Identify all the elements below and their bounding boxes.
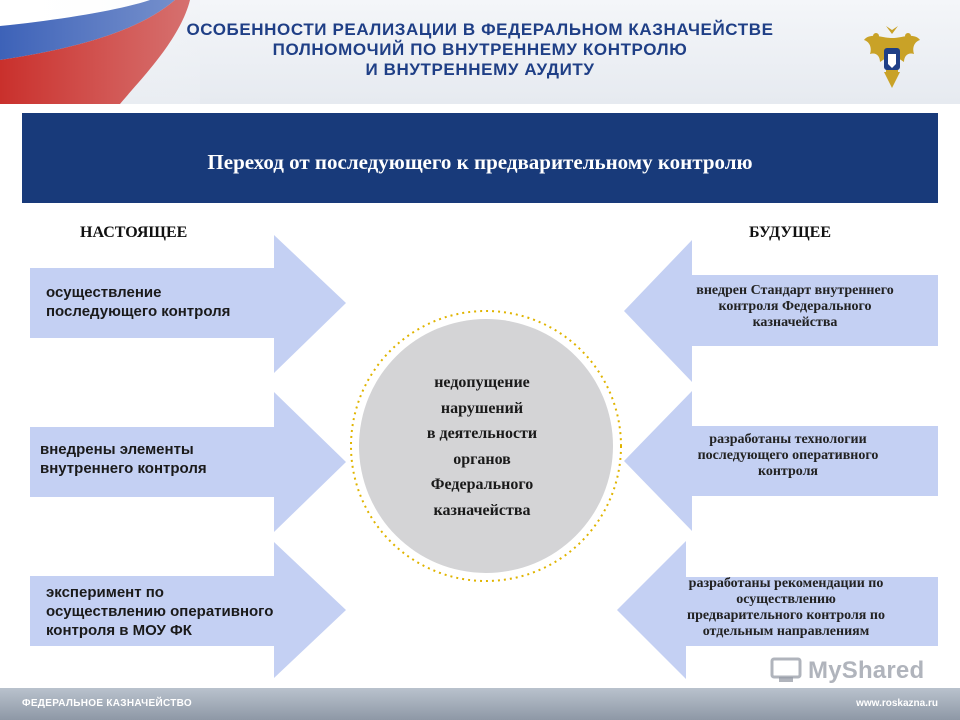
header: ОСОБЕННОСТИ РЕАЛИЗАЦИИ В ФЕДЕРАЛЬНОМ КАЗ… [0, 0, 960, 104]
right-arrow-3 [617, 541, 938, 679]
right-item-1-text: внедрен Стандарт внутреннего контроля Фе… [656, 283, 934, 331]
footer: ФЕДЕРАЛЬНОЕ КАЗНАЧЕЙСТВО www.roskazna.ru [0, 688, 960, 720]
title-line-2: ПОЛНОМОЧИЙ ПО ВНУТРЕННЕМУ КОНТРОЛЮ [272, 40, 688, 59]
right-item-2-line-1: разработаны технологии [709, 432, 867, 447]
topic-banner: Переход от последующего к предварительно… [22, 113, 938, 203]
left-item-2-line-1: внедрены элементы [40, 441, 194, 458]
right-item-3-line-4: отдельным направлениям [702, 624, 870, 639]
left-arrow-1 [30, 235, 346, 373]
left-item-2-text: внедрены элементы внутреннего контроля [40, 440, 207, 478]
right-item-2-text: разработаны технологии последующего опер… [650, 432, 926, 480]
page-title: ОСОБЕННОСТИ РЕАЛИЗАЦИИ В ФЕДЕРАЛЬНОМ КАЗ… [0, 20, 960, 80]
right-item-2-line-3: контроля [757, 464, 819, 479]
watermark-presentation-icon [770, 657, 802, 682]
right-item-1-line-3: казначейства [752, 315, 838, 330]
left-item-2-line-2: внутреннего контроля [40, 460, 207, 477]
center-line-2: нарушений [440, 399, 524, 417]
left-arrow-3 [30, 542, 346, 678]
watermark-text: MyShared [808, 657, 925, 684]
left-item-1-text: осуществление последующего контроля [46, 283, 230, 321]
left-arrow-2 [30, 392, 346, 532]
left-item-3-text: эксперимент по осуществлению оперативног… [46, 583, 273, 640]
center-line-3: в деятельности [426, 425, 538, 442]
right-arrow-1 [624, 240, 938, 382]
center-circle [359, 319, 613, 573]
double-headed-eagle-emblem-icon [864, 26, 920, 88]
center-line-6: казначейства [433, 501, 531, 519]
future-heading: БУДУЩЕЕ [749, 224, 831, 241]
footer-organization: ФЕДЕРАЛЬНОЕ КАЗНАЧЕЙСТВО [22, 698, 192, 709]
center-line-5: Федерального [430, 476, 534, 493]
right-item-3-text: разработаны рекомендации по осуществлени… [640, 576, 932, 640]
title-line-3: И ВНУТРЕННЕМУ АУДИТУ [365, 60, 595, 79]
right-item-3-line-1: разработаны рекомендации по [688, 576, 884, 591]
right-item-1-line-2: контроля Федерального [718, 299, 872, 314]
right-item-3-line-3: предварительного контроля по [687, 608, 885, 623]
right-item-1-line-1: внедрен Стандарт внутреннего [696, 283, 894, 298]
left-item-1-line-1: осуществление [46, 284, 162, 301]
title-line-1: ОСОБЕННОСТИ РЕАЛИЗАЦИИ В ФЕДЕРАЛЬНОМ КАЗ… [186, 20, 774, 39]
right-item-2-line-2: последующего оперативного [697, 448, 879, 463]
left-item-1-line-2: последующего контроля [46, 303, 231, 320]
right-item-3-line-2: осуществлению [736, 592, 836, 607]
right-arrow-2 [624, 391, 938, 531]
center-line-1: недопущение [434, 374, 530, 391]
footer-website-link[interactable]: www.roskazna.ru [856, 698, 938, 709]
center-circle-border [350, 310, 622, 582]
center-goal-text: недопущение нарушений в деятельности орг… [372, 370, 592, 523]
present-heading: НАСТОЯЩЕЕ [80, 224, 188, 241]
center-line-4: органов [453, 450, 511, 468]
banner-title: Переход от последующего к предварительно… [207, 150, 753, 174]
left-item-3-line-1: эксперимент по [46, 584, 164, 601]
left-item-3-line-2: осуществлению оперативного [46, 603, 274, 620]
left-item-3-line-3: контроля в МОУ ФК [46, 622, 192, 639]
russian-flag-graphic [0, 0, 200, 104]
